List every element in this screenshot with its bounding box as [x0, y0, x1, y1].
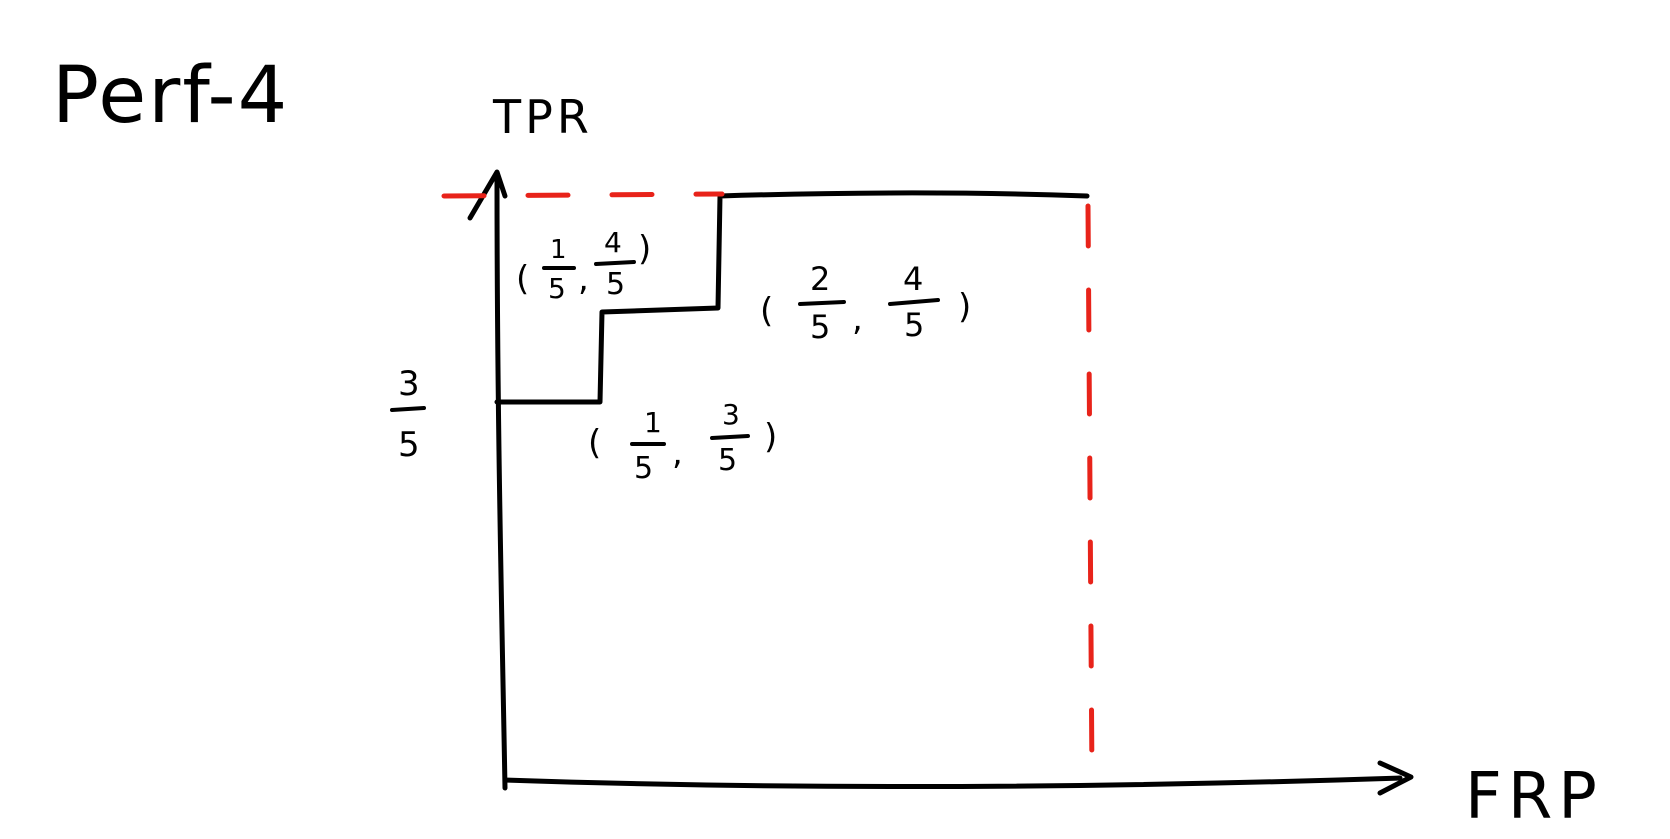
- top-dashed-guide: [441, 191, 725, 199]
- p2-x-denominator: 5: [548, 272, 566, 305]
- comma: ,: [852, 299, 863, 339]
- p1-y-numerator: 3: [722, 398, 740, 431]
- comma: ,: [672, 433, 683, 473]
- p3-y-denominator: 5: [904, 306, 924, 344]
- p1-x-numerator: 1: [644, 406, 662, 439]
- y-tick-fraction-bar: [390, 406, 426, 412]
- title: Perf-4: [52, 51, 289, 141]
- close-paren: ): [638, 229, 651, 269]
- y-axis-line: [494, 175, 508, 791]
- p1-y-denominator: 5: [718, 443, 737, 478]
- comma: ,: [578, 259, 589, 299]
- p1-y-fraction-bar: [710, 434, 750, 440]
- y-tick-label-fraction: 3 5: [390, 364, 426, 465]
- p2-y-numerator: 4: [604, 226, 622, 259]
- open-paren: (: [760, 291, 773, 331]
- p3-x-fraction-bar: [798, 300, 846, 306]
- p1-x-denominator: 5: [634, 451, 653, 486]
- point-label-p3: ( 2 5 , 4 5 ): [760, 260, 971, 346]
- right-dashed-guide: [1085, 203, 1095, 783]
- x-axis-line: [502, 775, 1403, 790]
- y-tick-numerator: 3: [398, 364, 420, 404]
- close-paren: ): [958, 287, 971, 327]
- y-tick-denominator: 5: [398, 425, 420, 465]
- p3-x-numerator: 2: [810, 260, 830, 298]
- point-label-p1: ( 1 5 , 3 5 ): [588, 398, 777, 486]
- p2-y-denominator: 5: [606, 267, 625, 302]
- y-axis-arrowhead: [467, 169, 508, 221]
- p3-y-numerator: 4: [903, 260, 923, 298]
- p2-y-fraction-bar: [594, 260, 636, 266]
- open-paren: (: [588, 423, 601, 463]
- p3-y-fraction-bar: [888, 298, 940, 306]
- close-paren: ): [764, 417, 777, 457]
- open-paren: (: [516, 259, 529, 299]
- p3-x-denominator: 5: [810, 308, 830, 346]
- y-axis-label: TPR: [492, 90, 593, 144]
- point-label-p2: ( 1 5 , 4 5 ): [516, 226, 651, 305]
- x-axis-label: FRP: [1465, 760, 1603, 834]
- x-axis-arrowhead: [1377, 760, 1414, 796]
- p2-x-numerator: 1: [550, 235, 567, 265]
